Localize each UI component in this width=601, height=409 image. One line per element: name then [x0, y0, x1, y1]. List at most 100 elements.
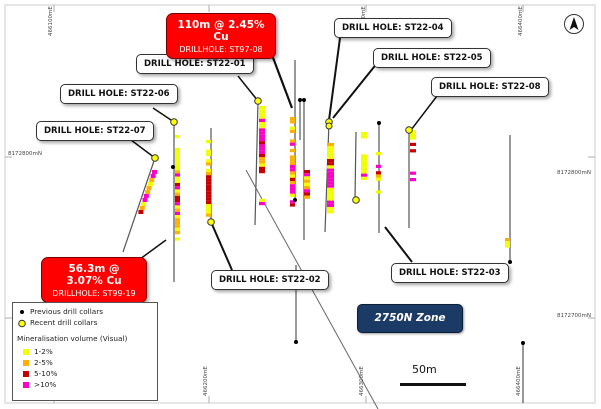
- mineralisation-interval: [259, 109, 265, 113]
- mineralisation-interval: [290, 168, 295, 172]
- mineralisation-interval: [206, 168, 211, 172]
- previous-collar: [521, 341, 525, 345]
- mineralisation-interval: [327, 155, 334, 159]
- recent-collar-icon: [18, 319, 26, 327]
- mineralisation-interval: [327, 175, 334, 179]
- mineralisation-interval: [259, 118, 265, 122]
- north-arrow-icon: [564, 14, 584, 34]
- mineralisation-interval: [361, 173, 367, 177]
- mineralisation-interval: [259, 125, 265, 129]
- easting-label: 466300mE: [359, 366, 365, 396]
- mineralisation-interval: [290, 158, 295, 162]
- mineralisation-interval: [206, 200, 211, 204]
- mineralisation-interval: [290, 181, 295, 185]
- mineralisation-interval: [259, 128, 265, 132]
- mineralisation-interval: [327, 194, 334, 198]
- mineralisation-interval: [505, 238, 510, 242]
- mineralisation-interval: [259, 106, 265, 110]
- mineralisation-interval: [150, 174, 156, 178]
- mineralisation-interval: [175, 231, 180, 235]
- previous-collar-icon: [20, 310, 24, 314]
- mineralisation-interval: [304, 195, 310, 199]
- mineralisation-interval: [327, 159, 334, 163]
- scale-label: 50m: [412, 363, 437, 376]
- northing-label: 8172800mN: [8, 151, 42, 157]
- mineralisation-interval: [206, 140, 211, 144]
- mineralisation-interval: [327, 162, 334, 166]
- mineralisation-interval: [410, 136, 416, 140]
- leader-lines: [130, 37, 438, 271]
- legend-title: Mineralisation volume (Visual): [17, 334, 128, 343]
- mineralisation-interval: [206, 194, 211, 198]
- recent-collar: [254, 97, 262, 105]
- mineralisation-interval: [138, 210, 144, 214]
- mineralisation-interval: [206, 152, 211, 156]
- easting-label: 466200mE: [203, 366, 209, 396]
- mineralisation-interval: [290, 184, 295, 188]
- recent-collar: [151, 154, 159, 162]
- mineralisation-interval: [175, 237, 180, 241]
- mineralisation-interval: [259, 160, 265, 164]
- mineralisation-interval: [327, 171, 334, 175]
- easting-label: 466100mE: [48, 6, 54, 36]
- legend-class: 1-2%: [23, 347, 53, 357]
- mineralisation-interval: [145, 190, 151, 194]
- mineralisation-interval: [327, 184, 334, 188]
- mineralisation-interval: [327, 168, 334, 172]
- mineralisation-interval: [259, 134, 265, 138]
- mineralisation-interval: [139, 206, 145, 210]
- mineralisation-interval: [304, 182, 310, 186]
- mineralisation-interval: [290, 177, 295, 181]
- mineralisation-interval: [175, 163, 180, 167]
- mineralisation-interval: [259, 144, 265, 148]
- mineralisation-interval: [206, 175, 211, 179]
- swatch-2-5: [23, 360, 29, 366]
- mineralisation-interval: [290, 126, 295, 130]
- swatch-1-2: [23, 349, 29, 355]
- swatch-5-10: [23, 371, 29, 377]
- previous-collar: [302, 98, 306, 102]
- mineralisation-interval: [206, 162, 211, 166]
- intercept-text: 56.3m @ 3.07% Cu: [66, 263, 122, 287]
- mineralisation-interval: [361, 170, 367, 174]
- mineralisation-interval: [206, 188, 211, 192]
- mineralisation-interval: [259, 138, 265, 142]
- mineralisation-interval: [290, 149, 295, 153]
- recent-collar: [405, 126, 413, 134]
- northing-label: 8172800mN: [557, 170, 591, 176]
- mineralisation-interval: [206, 172, 211, 176]
- mineralisation-interval: [206, 197, 211, 201]
- mineralisation-interval: [175, 192, 180, 196]
- trace-ST22-01: [254, 100, 259, 226]
- mineralisation-interval: [361, 154, 367, 158]
- mineralisation-interval: [290, 129, 295, 133]
- mineralisation-interval: [175, 157, 180, 161]
- mineralisation-interval: [206, 181, 211, 185]
- mineralisation-interval: [175, 215, 180, 219]
- callout-ST22-07: DRILL HOLE: ST22-07: [36, 121, 154, 141]
- mineralisation-interval: [175, 218, 180, 222]
- mineralisation-interval: [290, 193, 295, 197]
- mineralisation-interval: [304, 173, 310, 177]
- mineralisation-interval: [259, 141, 265, 145]
- mineralisation-interval: [304, 186, 310, 190]
- map-frame: [4, 4, 596, 404]
- mineralisation-interval: [259, 202, 265, 206]
- mineralisation-interval: [175, 151, 180, 155]
- trace-ST22-05: [354, 131, 357, 201]
- mineralisation-interval: [152, 170, 157, 174]
- mineralisation-interval: [410, 149, 416, 153]
- mineralisation-interval: [327, 187, 334, 191]
- mineralisation-interval: [175, 167, 180, 171]
- mineralisation-interval: [175, 183, 180, 187]
- mineralisation-interval: [505, 241, 510, 245]
- easting-label: 466400mE: [516, 366, 522, 396]
- swatch-gt10: [23, 382, 29, 388]
- previous-collar: [171, 165, 175, 169]
- previous-collar: [377, 121, 381, 125]
- mineralisation-interval: [376, 174, 381, 178]
- mineralisation-interval: [327, 181, 334, 185]
- mineralisation-interval: [361, 164, 367, 168]
- mineralisation-interval: [259, 115, 265, 119]
- mineralisation-interval: [290, 200, 295, 204]
